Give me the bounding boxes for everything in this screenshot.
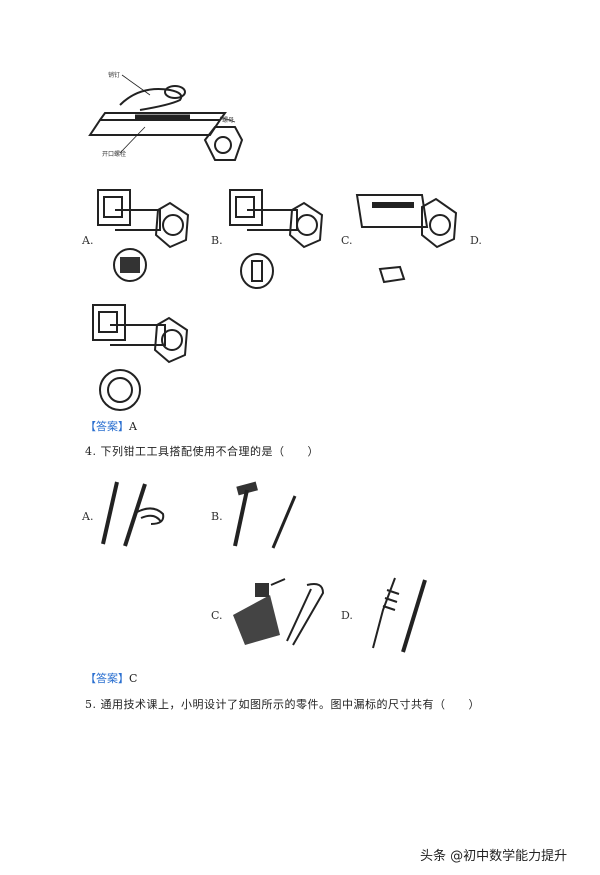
q4-option-b-figure <box>225 478 305 553</box>
bolt-assembly-drawing <box>88 74 244 161</box>
q3-option-b-figure <box>222 185 332 295</box>
q3-option-b-label: B. <box>211 234 223 247</box>
question-4: 4. 下列钳工工具搭配使用不合理的是（ ） <box>85 443 319 459</box>
watermark: 头条 @初中数学能力提升 <box>420 849 568 864</box>
label-pin: 销钉 <box>108 72 121 79</box>
q4-option-a-label: A. <box>82 510 94 523</box>
q4-option-c-label: C. <box>211 609 223 622</box>
q3-option-c-drawing <box>355 194 458 284</box>
q3-answer: 【答案】A <box>85 418 137 434</box>
q4-option-d-figure <box>355 570 445 658</box>
question-number: 5. <box>85 698 97 711</box>
bolt-assembly-figure: 销钉 螺母 开口螺栓 <box>80 65 250 175</box>
label-nut: 螺母 <box>222 117 235 124</box>
label-bolt: 开口螺栓 <box>102 151 127 158</box>
q3-option-a-figure <box>90 185 190 295</box>
q3-option-a-drawing <box>97 189 190 282</box>
answer-tag: 【答案】 <box>85 672 129 685</box>
question-stem: 通用技术课上，小明设计了如图所示的零件。图中漏标的尺寸共有（ ） <box>100 698 480 711</box>
q4-option-c-figure <box>225 575 335 655</box>
q4-option-b-label: B. <box>211 510 223 523</box>
q3-option-b-drawing <box>229 189 324 289</box>
question-5: 5. 通用技术课上，小明设计了如图所示的零件。图中漏标的尺寸共有（ ） <box>85 696 480 712</box>
q4-answer: 【答案】C <box>85 670 137 686</box>
q4-option-b-drawing <box>233 481 297 549</box>
q3-option-c-label: C. <box>341 234 353 247</box>
answer-value: C <box>129 672 138 685</box>
answer-tag: 【答案】 <box>85 420 129 433</box>
q4-option-a-drawing <box>101 481 165 547</box>
question-number: 4. <box>85 445 97 458</box>
q4-option-c-drawing <box>233 578 325 646</box>
q4-option-d-drawing <box>372 577 427 653</box>
q3-option-d-figure <box>85 300 195 415</box>
q3-option-d-label: D. <box>470 234 482 247</box>
q3-option-c-figure <box>352 187 467 292</box>
answer-value: A <box>129 420 137 433</box>
question-stem: 下列钳工工具搭配使用不合理的是（ ） <box>100 445 319 458</box>
q4-option-d-label: D. <box>341 609 353 622</box>
q3-option-a-label: A. <box>82 234 94 247</box>
q4-option-a-figure <box>95 478 175 550</box>
q3-option-d-drawing <box>92 304 189 411</box>
